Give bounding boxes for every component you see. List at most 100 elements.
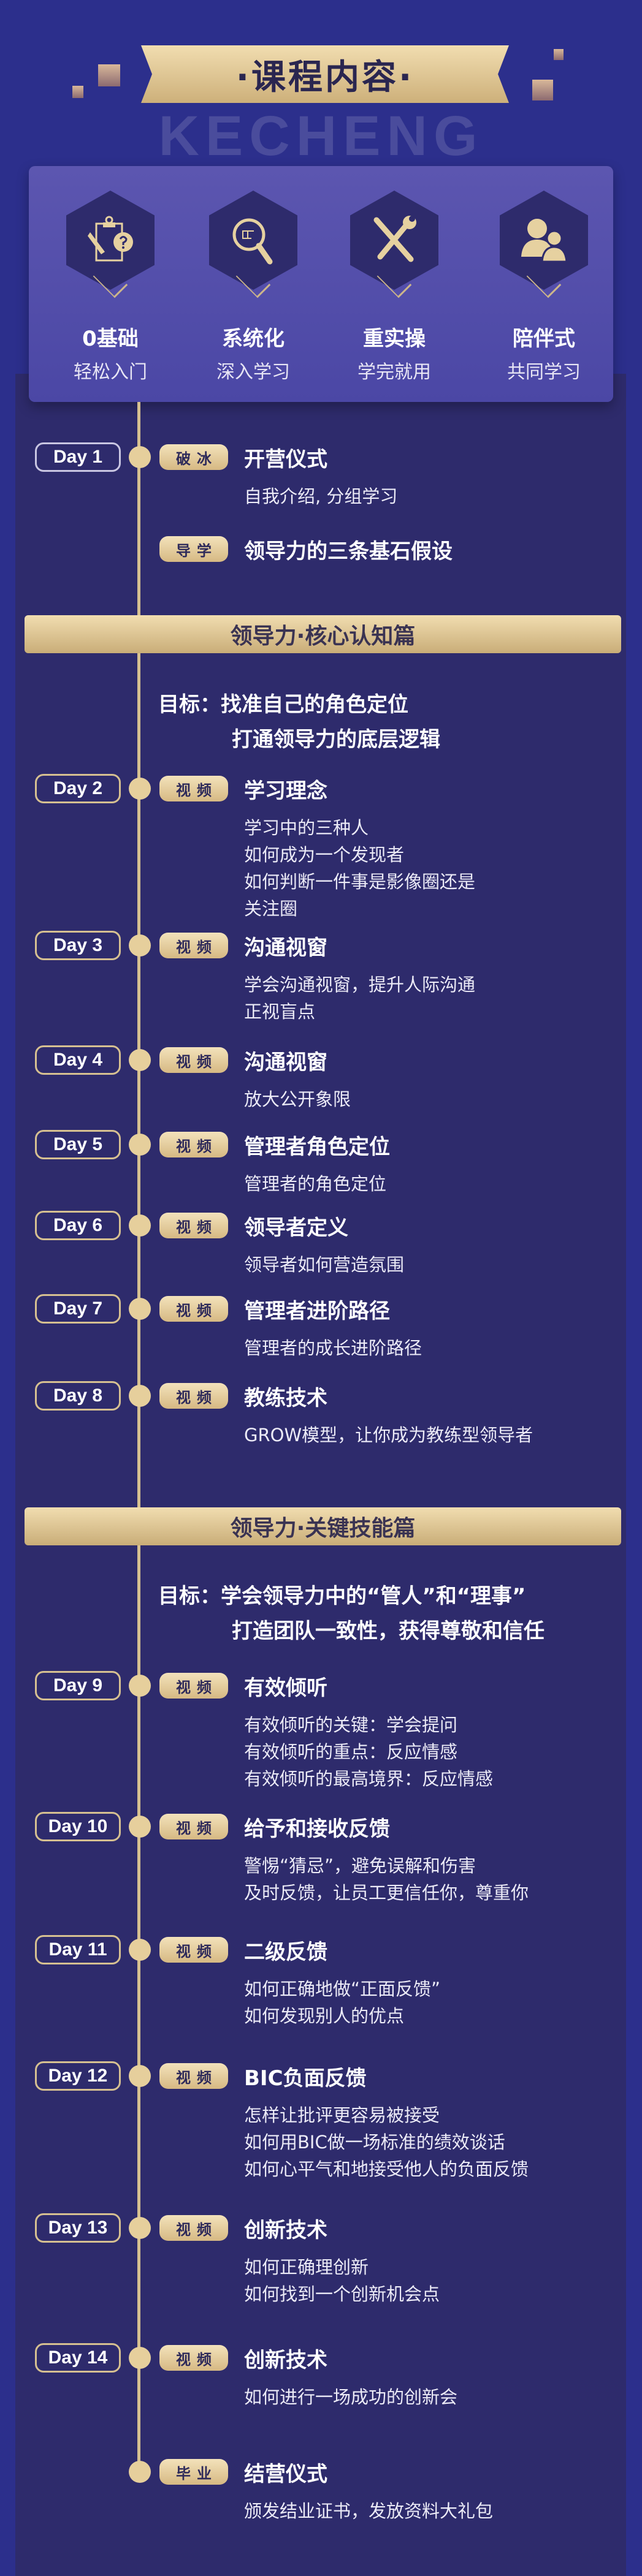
section-header-core: 领导力·核心认知篇 xyxy=(25,615,621,653)
lesson-description: 自我介绍, 分组学习 xyxy=(244,483,397,510)
feature-subtitle: 学完就用 xyxy=(357,362,431,383)
lesson-title: 创新技术 xyxy=(244,2218,327,2243)
type-tag: 视频 xyxy=(159,2215,228,2241)
description-line: 颁发结业证书，发放资料大礼包 xyxy=(244,2501,494,2521)
feature-subtitle: 轻松入门 xyxy=(74,362,147,383)
lesson-description: 管理者的成长进阶路径 xyxy=(244,1335,422,1362)
goal-text: 打通领导力的底层逻辑 xyxy=(232,727,440,752)
timeline-dot xyxy=(129,1134,151,1156)
description-line: 学会沟通视窗，提升人际沟通 xyxy=(244,974,476,995)
type-tag: 视频 xyxy=(159,1047,228,1073)
type-tag: 视频 xyxy=(159,2345,228,2371)
timeline-dot xyxy=(129,1816,151,1838)
day-badge: Day 1 xyxy=(35,442,121,472)
timeline-dot xyxy=(129,2065,151,2087)
timeline-dot xyxy=(129,1214,151,1237)
timeline-dot xyxy=(129,934,151,957)
description-line: 警惕“猜忌”，避免误解和伤害 xyxy=(244,1855,476,1876)
feature-title: 重实操 xyxy=(363,327,426,351)
lesson-description: 学会沟通视窗，提升人际沟通正视盲点 xyxy=(244,971,475,1025)
lesson-title: 学习理念 xyxy=(244,779,327,803)
day-badge: Day 8 xyxy=(35,1381,121,1411)
tools-icon xyxy=(350,191,438,290)
timeline-dot xyxy=(129,1939,151,1961)
type-tag: 破冰 xyxy=(159,444,228,470)
day-badge: Day 7 xyxy=(35,1294,121,1324)
description-line: 领导者如何营造氛围 xyxy=(244,1254,405,1275)
description-line: 如何进行一场成功的创新会 xyxy=(244,2387,458,2407)
lesson-title: 领导力的三条基石假设 xyxy=(244,539,453,564)
day-badge: Day 10 xyxy=(35,1812,121,1841)
timeline-dot xyxy=(129,2217,151,2239)
magnifier-icon xyxy=(209,191,297,290)
lesson-title: 领导者定义 xyxy=(244,1216,348,1240)
timeline-dot xyxy=(129,1298,151,1320)
goal-label: 目标： xyxy=(158,692,221,717)
lesson-title: 开营仪式 xyxy=(244,447,327,472)
description-line: 及时反馈，让员工更信任你，尊重你 xyxy=(244,1882,529,1903)
lesson-description: 颁发结业证书，发放资料大礼包 xyxy=(244,2498,493,2525)
goal-text: 学会领导力中的“管人”和“理事” xyxy=(221,1584,526,1608)
day-badge: Day 14 xyxy=(35,2343,121,2373)
description-line: 管理者的成长进阶路径 xyxy=(244,1338,422,1358)
lesson-description: 领导者如何营造氛围 xyxy=(244,1251,404,1278)
feature-subtitle: 深入学习 xyxy=(216,362,290,383)
lesson-description: 有效倾听的关键：学会提问有效倾听的重点：反应情感有效倾听的最高境界：反应情感 xyxy=(244,1711,493,1792)
feature-title: 0基础 xyxy=(82,327,139,351)
section-goal: 目标：学会领导力中的“管人”和“理事” 打造团队一致性，获得尊敬和信任 xyxy=(158,1579,545,1649)
description-line: 有效倾听的最高境界：反应情感 xyxy=(244,1768,494,1789)
day-badge: Day 4 xyxy=(35,1045,121,1075)
lesson-title: 给予和接收反馈 xyxy=(244,1817,390,1841)
timeline-dot xyxy=(129,2461,151,2483)
lesson-title: 二级反馈 xyxy=(244,1940,327,1964)
timeline-dot xyxy=(129,446,151,468)
description-line: 正视盲点 xyxy=(244,1001,316,1022)
description-line: 管理者的角色定位 xyxy=(244,1173,387,1194)
type-tag: 视频 xyxy=(159,1296,228,1322)
features-card: 0基础 轻松入门 系统化 深入学习 重实操 学完就用 陪伴式 共同学习 xyxy=(29,166,613,402)
description-line: 有效倾听的关键：学会提问 xyxy=(244,1714,458,1735)
timeline-dot xyxy=(129,778,151,800)
page-title: ·课程内容· xyxy=(141,45,509,103)
feature-title: 陪伴式 xyxy=(513,327,575,351)
description-line: 如何用BIC做一场标准的绩效谈话 xyxy=(244,2132,505,2153)
lesson-description: 学习中的三种人如何成为一个发现者如何判断一件事是影像圈还是关注圈 xyxy=(244,814,475,922)
lesson-description: 放大公开象限 xyxy=(244,1086,351,1113)
lesson-description: 警惕“猜忌”，避免误解和伤害及时反馈，让员工更信任你，尊重你 xyxy=(244,1852,529,1906)
type-tag: 视频 xyxy=(159,776,228,801)
description-line: 怎样让批评更容易被接受 xyxy=(244,2105,440,2126)
description-line: GROW模型，让你成为教练型领导者 xyxy=(244,1425,533,1445)
type-tag: 视频 xyxy=(159,1213,228,1238)
lesson-title: 结营仪式 xyxy=(244,2462,327,2487)
timeline-dot xyxy=(129,1675,151,1697)
type-tag: 视频 xyxy=(159,1937,228,1963)
description-line: 自我介绍, 分组学习 xyxy=(244,486,398,507)
feature-item: 系统化 深入学习 xyxy=(204,191,302,384)
lesson-description: 如何正确地做“正面反馈”如何发现别人的优点 xyxy=(244,1976,440,2029)
day-badge: Day 6 xyxy=(35,1211,121,1240)
day-badge: Day 13 xyxy=(35,2213,121,2243)
people-icon xyxy=(500,191,588,290)
goal-label: 目标： xyxy=(158,1584,221,1608)
goal-line: 目标：学会领导力中的“管人”和“理事” xyxy=(158,1579,545,1614)
lesson-title: 创新技术 xyxy=(244,2348,327,2373)
lesson-title: 管理者角色定位 xyxy=(244,1135,390,1159)
day-badge: Day 9 xyxy=(35,1671,121,1700)
lesson-title: 沟通视窗 xyxy=(244,1050,327,1075)
section-header-skills: 领导力·关键技能篇 xyxy=(25,1507,621,1545)
goal-line: 目标：找准自己的角色定位 xyxy=(158,688,440,722)
goal-text: 找准自己的角色定位 xyxy=(221,692,408,717)
timeline-dot xyxy=(129,1049,151,1071)
day-badge: Day 2 xyxy=(35,774,121,803)
day-badge: Day 5 xyxy=(35,1130,121,1159)
description-line: 关注圈 xyxy=(244,898,298,919)
lesson-description: 怎样让批评更容易被接受如何用BIC做一场标准的绩效谈话如何心平气和地接受他人的负… xyxy=(244,2102,529,2183)
description-line: 如何成为一个发现者 xyxy=(244,844,405,865)
day-badge: Day 11 xyxy=(35,1935,121,1964)
lesson-description: 如何正确理创新如何找到一个创新机会点 xyxy=(244,2254,440,2308)
section-goal: 目标：找准自己的角色定位 打通领导力的底层逻辑 xyxy=(158,688,440,757)
feature-item: 陪伴式 共同学习 xyxy=(495,191,593,384)
decor-square xyxy=(554,49,564,60)
type-tag: 视频 xyxy=(159,2063,228,2089)
lesson-description: 如何进行一场成功的创新会 xyxy=(244,2384,457,2411)
